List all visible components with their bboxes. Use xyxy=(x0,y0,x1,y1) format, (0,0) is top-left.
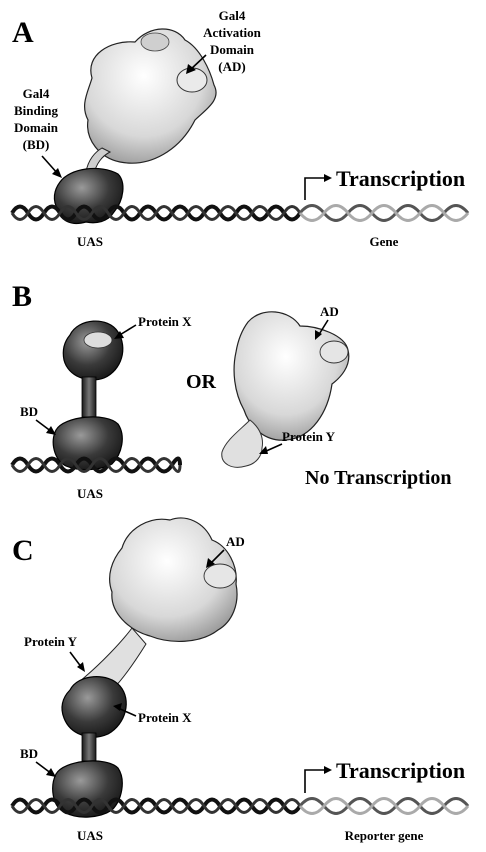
panel-b-uas-label: UAS xyxy=(77,486,103,501)
panel-a-ad-label-line3: Domain xyxy=(210,42,255,57)
panel-b-protein-y-label: Protein Y xyxy=(282,429,336,444)
panel-b-protein-x-label: Protein X xyxy=(138,314,192,329)
panel-c-transcription-arrowhead xyxy=(324,766,332,774)
panel-b-bd-label: BD xyxy=(20,404,38,419)
panel-b-protein-x xyxy=(63,321,123,380)
panel-c-ad-label: AD xyxy=(226,534,245,549)
panel-a-gene-label: Gene xyxy=(370,234,399,249)
panel-a-uas-label: UAS xyxy=(77,234,103,249)
panel-c-bd-label: BD xyxy=(20,746,38,761)
panel-a-bd-label: Gal4 Binding Domain (BD) xyxy=(14,86,62,178)
panel-b-linker xyxy=(82,377,96,417)
panel-a-bd-label-line3: Domain xyxy=(14,120,59,135)
panel-b-no-transcription-label: No Transcription xyxy=(305,467,452,489)
panel-a-bd-label-line1: Gal4 xyxy=(23,86,50,101)
panel-c-letter: C xyxy=(12,534,34,567)
panel-c-transcription-arrow xyxy=(305,770,326,793)
panel-b-bd-arrowhead xyxy=(46,426,56,435)
panel-c-transcription: Transcription xyxy=(305,758,465,793)
panel-c-protein-x-label: Protein X xyxy=(138,710,192,725)
panel-a-ad-label-line2: Activation xyxy=(203,25,262,40)
panel-c-bd-arrowhead xyxy=(46,768,56,777)
panel-c-uas-label: UAS xyxy=(77,828,103,843)
panel-a-ad-label-line1: Gal4 xyxy=(219,8,246,23)
panel-b-protein-y xyxy=(222,420,263,467)
panel-c: C AD Protein Y Protein X BD xyxy=(12,518,468,843)
panel-a-ad-label: Gal4 Activation Domain (AD) xyxy=(186,8,262,74)
panel-a-bd-label-line4: (BD) xyxy=(23,137,50,152)
panel-a: A Gal4 Activation Domain (AD) Gal4 Bindi… xyxy=(12,8,468,249)
panel-a-transcription-arrowhead xyxy=(324,174,332,182)
panel-a-bd-label-line2: Binding xyxy=(14,103,59,118)
panel-b-or-label: OR xyxy=(186,371,217,393)
panel-a-transcription-arrow xyxy=(305,178,326,200)
panel-a-transcription-label: Transcription xyxy=(336,166,465,191)
panel-a-transcription: Transcription xyxy=(305,166,465,200)
panel-b-ad-label: AD xyxy=(320,304,339,319)
panel-c-protein-y-label: Protein Y xyxy=(24,634,78,649)
panel-c-linker xyxy=(82,733,96,761)
panel-c-transcription-label: Transcription xyxy=(336,758,465,783)
panel-b: B Protein X BD OR AD Protein Y No Transc… xyxy=(12,280,452,501)
panel-a-ad-label-line4: (AD) xyxy=(218,59,245,74)
panel-b-letter: B xyxy=(12,280,32,313)
panel-a-letter: A xyxy=(12,16,34,49)
panel-c-reporter-gene-label: Reporter gene xyxy=(345,828,424,843)
